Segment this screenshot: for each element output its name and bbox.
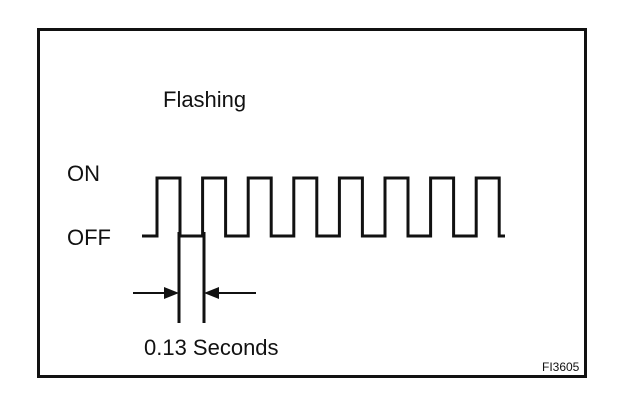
figure-frame [37,28,587,378]
figure-code: FI3605 [542,360,580,374]
dimension-arrow-right-head [204,287,219,299]
interval-label: 0.13 Seconds [144,335,279,360]
dimension-arrow-left-head [164,287,179,299]
diagram-title: Flashing [163,87,247,112]
on-level-label: ON [67,161,100,186]
off-level-label: OFF [67,225,111,250]
pulse-waveform [142,176,505,238]
